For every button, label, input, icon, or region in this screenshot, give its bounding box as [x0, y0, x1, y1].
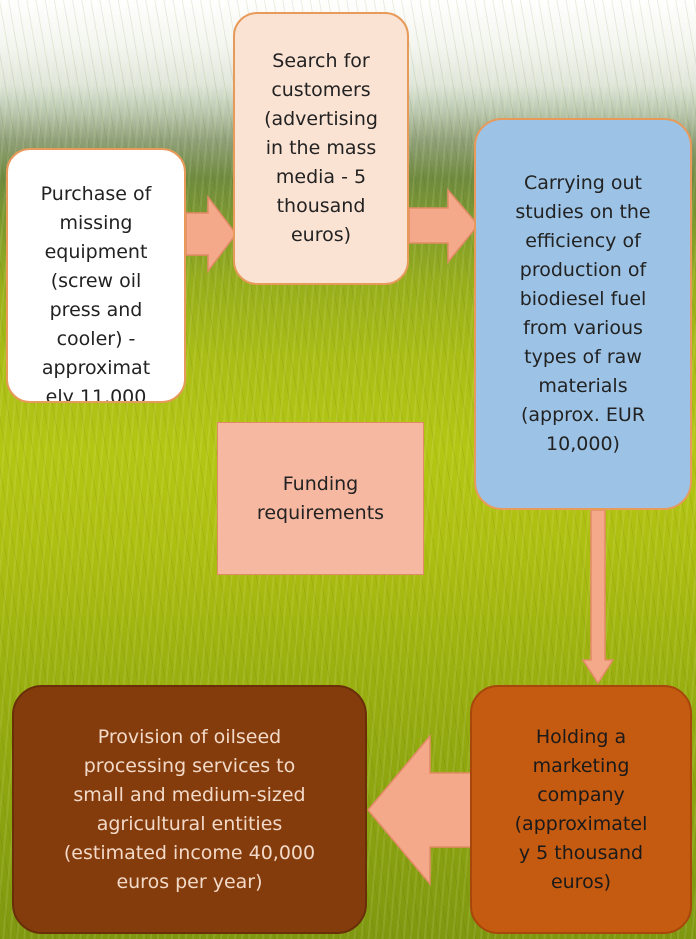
- marketing-line: Holding a: [535, 725, 627, 748]
- provision-line: Provision of oilseed: [97, 725, 282, 748]
- studies-line: studies on the: [515, 201, 651, 223]
- purchase-line: missing: [59, 212, 133, 234]
- studies-line: production of: [519, 259, 647, 281]
- search-line: Search for: [272, 50, 370, 72]
- provision-line: agricultural entities: [96, 812, 283, 835]
- arrow-purchase-to-search: [185, 194, 237, 274]
- studies-text: Carrying out studies on the efficiency o…: [515, 169, 650, 459]
- studies-line: efficiency of: [525, 230, 641, 252]
- search-line: in the mass: [265, 137, 377, 159]
- provision-services-box: Provision of oilseed processing services…: [12, 685, 367, 934]
- purchase-line: ely 11,000: [45, 386, 147, 403]
- marketing-line: (approximatel: [514, 812, 648, 835]
- studies-efficiency-box: Carrying out studies on the efficiency o…: [474, 118, 692, 510]
- search-line: euros): [290, 224, 352, 246]
- studies-line: (approx. EUR: [520, 404, 646, 426]
- provision-text: Provision of oilseed processing services…: [64, 723, 315, 897]
- studies-line: from various: [523, 317, 643, 339]
- marketing-line: marketing: [532, 754, 630, 777]
- arrow-search-to-studies: [408, 187, 479, 265]
- arrow-marketing-to-provision: [367, 733, 473, 887]
- search-line: (advertising: [264, 108, 378, 130]
- search-line: customers: [271, 79, 371, 101]
- studies-line: Carrying out: [524, 172, 642, 194]
- studies-line: types of raw: [524, 346, 642, 368]
- search-customers-box: Search for customers (advertising in the…: [233, 12, 409, 285]
- marketing-line: y 5 thousand: [518, 841, 644, 864]
- provision-line: processing services to: [83, 754, 296, 777]
- funding-line: Funding: [282, 472, 359, 495]
- purchase-line: press and: [49, 299, 143, 321]
- marketing-company-box: Holding a marketing company (approximate…: [470, 685, 692, 934]
- purchase-line: (screw oil: [50, 270, 142, 292]
- provision-line: (estimated income 40,000: [63, 841, 316, 864]
- studies-line: 10,000): [546, 433, 620, 455]
- search-line: media - 5: [275, 166, 367, 188]
- studies-line: materials: [538, 375, 628, 397]
- purchase-line: approximat: [41, 357, 151, 379]
- marketing-text: Holding a marketing company (approximate…: [515, 723, 648, 897]
- purchase-text: Purchase of missing equipment (screw oil…: [40, 180, 152, 403]
- purchase-equipment-box: Purchase of missing equipment (screw oil…: [6, 148, 186, 403]
- marketing-line: euros): [550, 870, 612, 893]
- marketing-line: company: [537, 783, 625, 806]
- arrow-studies-to-marketing: [581, 509, 615, 685]
- search-text: Search for customers (advertising in the…: [264, 47, 378, 250]
- search-line: thousand: [276, 195, 366, 217]
- funding-requirements-box: Funding requirements: [217, 422, 424, 575]
- funding-line: requirements: [256, 501, 385, 524]
- provision-line: euros per year): [116, 870, 263, 893]
- purchase-line: equipment: [44, 241, 148, 263]
- provision-line: small and medium-sized: [73, 783, 306, 806]
- purchase-line: cooler) -: [56, 328, 136, 350]
- funding-text: Funding requirements: [257, 470, 384, 528]
- studies-line: biodiesel fuel: [519, 288, 647, 310]
- purchase-line: Purchase of: [40, 183, 152, 205]
